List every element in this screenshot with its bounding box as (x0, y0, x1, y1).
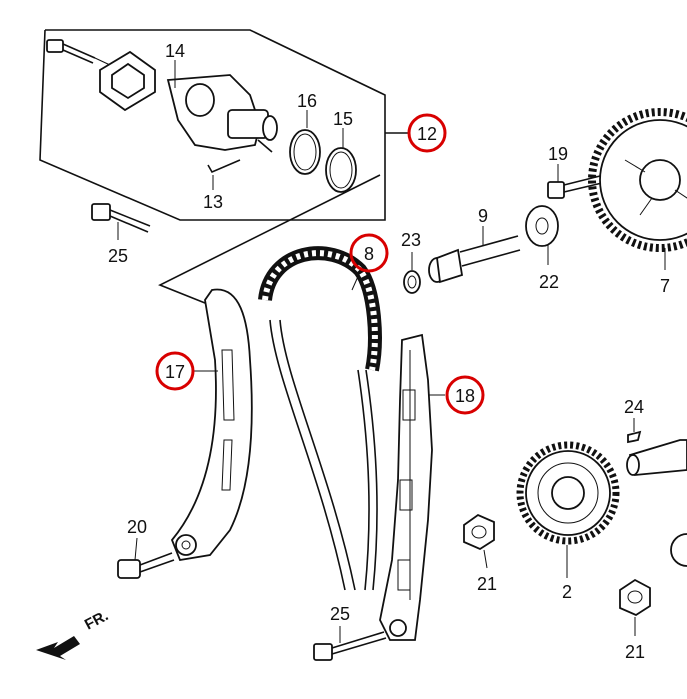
label-21-upper: 21 (477, 574, 497, 594)
tensioner-assembly-box (39, 29, 408, 221)
tensioner-bolt-top (46, 39, 111, 66)
nut-21-lower (619, 578, 651, 617)
label-20: 20 (127, 517, 147, 537)
label-12: 12 (417, 124, 437, 144)
nut-21-upper (463, 513, 495, 551)
bolt-25-lower (313, 631, 387, 661)
bolt-9 (428, 235, 521, 284)
label-13: 13 (203, 192, 223, 212)
front-arrow-label: FR. (82, 607, 111, 633)
cam-chain (258, 246, 382, 591)
callout-leaders (117, 60, 666, 643)
front-direction-arrow: FR. (36, 607, 111, 660)
label-22: 22 (539, 272, 559, 292)
tensioner-body (166, 74, 278, 153)
label-18: 18 (455, 386, 475, 406)
label-16: 16 (297, 91, 317, 111)
label-7: 7 (660, 276, 670, 296)
cam-sprocket-7 (588, 108, 687, 252)
label-15: 15 (333, 109, 353, 129)
crank-sprocket-2 (516, 441, 620, 545)
label-25-upper: 25 (108, 246, 128, 266)
label-17: 17 (165, 362, 185, 382)
leader-17 (158, 174, 381, 306)
tensioner-gasket-plate (99, 50, 156, 112)
stopper-pin (207, 159, 241, 174)
pivot-bolt-20 (117, 552, 175, 579)
highlight-ring-12 (407, 113, 447, 153)
o-ring-15 (325, 147, 357, 193)
label-21-lower: 21 (625, 642, 645, 662)
crankshaft-stub (626, 430, 687, 567)
label-9: 9 (478, 206, 488, 226)
highlight-ring-18 (445, 375, 485, 415)
label-19: 19 (548, 144, 568, 164)
washer-22 (525, 205, 559, 247)
bolt-19 (547, 175, 603, 199)
washer-23 (403, 270, 421, 294)
bolt-25-upper (91, 203, 151, 233)
label-23: 23 (401, 230, 421, 250)
chain-guide (379, 333, 433, 641)
label-2: 2 (562, 582, 572, 602)
label-24: 24 (624, 397, 644, 417)
highlight-ring-8 (349, 233, 389, 273)
o-ring-16 (289, 129, 321, 175)
chain-tensioner-arm (170, 288, 253, 562)
label-14: 14 (165, 41, 185, 61)
highlight-ring-17 (155, 351, 195, 391)
label-25-lower: 25 (330, 604, 350, 624)
label-8: 8 (364, 244, 374, 264)
